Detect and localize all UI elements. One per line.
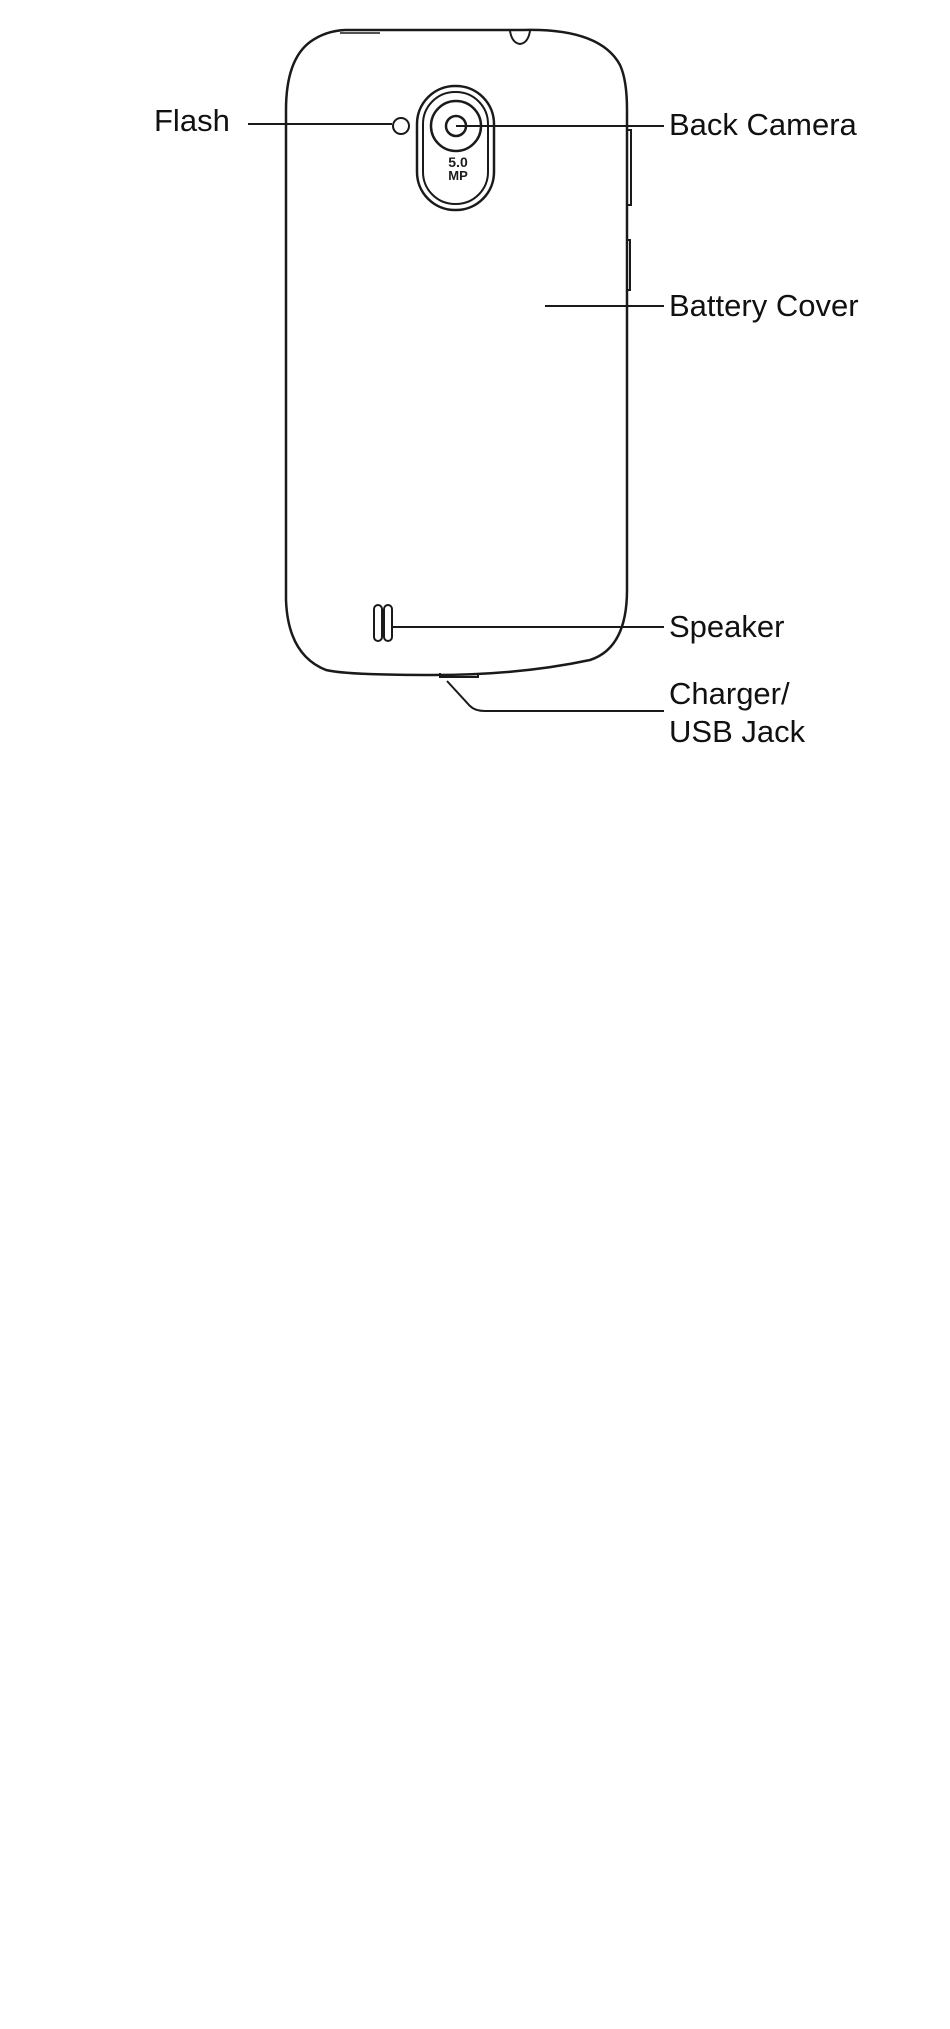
battery-cover-label: Battery Cover xyxy=(669,289,859,323)
flash-led xyxy=(393,118,409,134)
speaker-label: Speaker xyxy=(669,610,784,644)
top-notch xyxy=(510,31,530,44)
flash-label: Flash xyxy=(154,104,230,138)
speaker-slot-left xyxy=(374,605,382,641)
leader-charger xyxy=(447,681,664,711)
speaker-slot-right xyxy=(384,605,392,641)
camera-module-inner xyxy=(423,92,488,204)
camera-badge-line2: MP xyxy=(448,168,468,183)
charger-usb-jack-label-line1: Charger/ xyxy=(669,677,790,711)
charger-usb-jack-label-line2: USB Jack xyxy=(669,715,805,749)
back-camera-label: Back Camera xyxy=(669,108,857,142)
